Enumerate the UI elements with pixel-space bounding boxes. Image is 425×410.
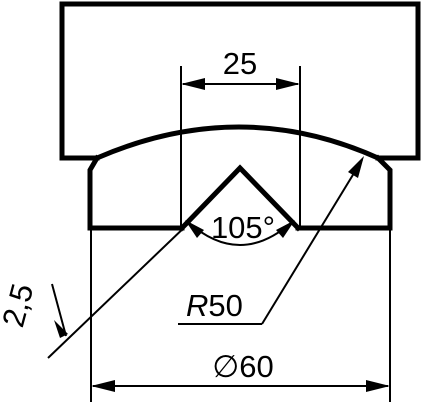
chamfer-witness-line <box>51 283 67 337</box>
diameter-value: 60 <box>239 349 273 384</box>
arrow-angle-right <box>276 220 295 238</box>
dimension-angle-label: 105° <box>211 210 275 245</box>
arrow-width-left <box>181 78 205 90</box>
v-groove <box>178 164 302 232</box>
radius-symbol: R <box>186 288 208 323</box>
upper-block-outline <box>59 1 421 161</box>
radius-leader-line <box>261 159 363 325</box>
arrow-radius <box>348 156 364 178</box>
dimension-radius-label: R50 <box>186 288 243 323</box>
diameter-symbol: ∅ <box>212 349 239 384</box>
lower-part-outline <box>87 154 393 231</box>
chamfer-leader-line <box>47 221 191 359</box>
arrow-diameter-right <box>366 380 390 392</box>
dimension-diameter-label: ∅60 <box>212 349 274 384</box>
radius-value: 50 <box>208 288 242 323</box>
arrow-diameter-left <box>91 380 115 392</box>
spherical-surface-arc <box>93 124 382 162</box>
arrow-angle-left <box>185 220 204 238</box>
arrow-chamfer <box>54 320 68 338</box>
dimension-width-label: 25 <box>223 46 257 81</box>
dimension-chamfer-label: 2,5 <box>0 280 40 331</box>
arrow-width-right <box>276 78 300 90</box>
